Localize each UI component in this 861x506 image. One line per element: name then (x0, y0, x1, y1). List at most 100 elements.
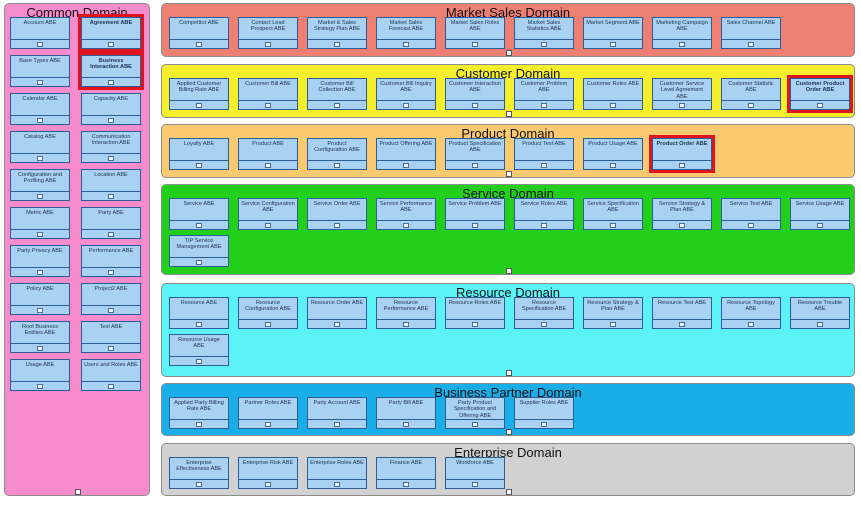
abe-box[interactable]: Account ABE (10, 17, 70, 49)
abe-box[interactable]: Customer Interaction ABE (445, 78, 505, 110)
expand-icon[interactable] (541, 42, 547, 47)
abe-box[interactable]: Enterprise Effectiveness ABE (169, 457, 229, 489)
domain-expand-icon[interactable] (506, 50, 512, 56)
expand-icon[interactable] (817, 223, 823, 228)
abe-box[interactable]: Resource ABE (169, 297, 229, 329)
expand-icon[interactable] (679, 42, 685, 47)
abe-box[interactable]: Performance ABE (81, 245, 141, 277)
expand-icon[interactable] (108, 308, 114, 313)
domain-expand-icon[interactable] (506, 111, 512, 117)
expand-icon[interactable] (679, 163, 685, 168)
expand-icon[interactable] (108, 80, 114, 85)
expand-icon[interactable] (472, 223, 478, 228)
abe-box[interactable]: Service Usage ABE (790, 198, 850, 230)
abe-box[interactable]: Service Specification ABE (583, 198, 643, 230)
expand-icon[interactable] (334, 482, 340, 487)
abe-box[interactable]: Party Account ABE (307, 397, 367, 429)
expand-icon[interactable] (37, 232, 43, 237)
expand-icon[interactable] (37, 308, 43, 313)
expand-icon[interactable] (403, 422, 409, 427)
abe-box[interactable]: TIP Service Management ABE (169, 235, 229, 267)
expand-icon[interactable] (108, 42, 114, 47)
expand-icon[interactable] (748, 322, 754, 327)
expand-icon[interactable] (541, 322, 547, 327)
abe-box[interactable]: Service Test ABE (721, 198, 781, 230)
abe-box[interactable]: Customer Statistic ABE (721, 78, 781, 110)
abe-box[interactable]: Service Performance ABE (376, 198, 436, 230)
expand-icon[interactable] (334, 42, 340, 47)
abe-box[interactable]: Policy ABE (10, 283, 70, 315)
abe-box[interactable]: Marketing Campaign ABE (652, 17, 712, 49)
abe-box[interactable]: Market Sales Roles ABE (445, 17, 505, 49)
abe-box[interactable]: Competitor ABE (169, 17, 229, 49)
expand-icon[interactable] (196, 260, 202, 265)
abe-box[interactable]: Calendar ABE (10, 93, 70, 125)
expand-icon[interactable] (196, 359, 202, 364)
abe-box[interactable]: Resource Roles ABE (445, 297, 505, 329)
abe-box[interactable]: Market & Sales Strategy Plan ABE (307, 17, 367, 49)
abe-box[interactable]: Party ABE (81, 207, 141, 239)
abe-box[interactable]: Customer Service Level Agreement ABE (652, 78, 712, 110)
expand-icon[interactable] (265, 42, 271, 47)
expand-icon[interactable] (108, 232, 114, 237)
expand-icon[interactable] (265, 163, 271, 168)
abe-box[interactable]: Resource Topology ABE (721, 297, 781, 329)
abe-box[interactable]: Test ABE (81, 321, 141, 353)
abe-box[interactable]: Party Bill ABE (376, 397, 436, 429)
abe-box[interactable]: Metric ABE (10, 207, 70, 239)
abe-box[interactable]: Applied Customer Billing Rate ABE (169, 78, 229, 110)
expand-icon[interactable] (610, 103, 616, 108)
expand-icon[interactable] (334, 163, 340, 168)
abe-box[interactable]: Contact Lead Prospect ABE (238, 17, 298, 49)
abe-box[interactable]: Resource Strategy & Plan ABE (583, 297, 643, 329)
abe-box[interactable]: Product ABE (238, 138, 298, 170)
expand-icon[interactable] (610, 42, 616, 47)
expand-icon[interactable] (108, 194, 114, 199)
expand-icon[interactable] (472, 482, 478, 487)
abe-box[interactable]: Sales Channel ABE (721, 17, 781, 49)
abe-box[interactable]: Service Order ABE (307, 198, 367, 230)
expand-icon[interactable] (265, 103, 271, 108)
abe-box[interactable]: Project2 ABE (81, 283, 141, 315)
expand-icon[interactable] (679, 103, 685, 108)
expand-icon[interactable] (108, 156, 114, 161)
expand-icon[interactable] (403, 163, 409, 168)
abe-box[interactable]: Partner Roles ABE (238, 397, 298, 429)
abe-box[interactable]: Users and Roles ABE (81, 359, 141, 391)
abe-box[interactable]: Product Offering ABE (376, 138, 436, 170)
abe-box[interactable]: Loyalty ABE (169, 138, 229, 170)
expand-icon[interactable] (265, 223, 271, 228)
abe-box[interactable]: Root Business Entities ABE (10, 321, 70, 353)
expand-icon[interactable] (472, 103, 478, 108)
abe-box[interactable]: Product Order ABE (649, 135, 715, 173)
domain-expand-icon[interactable] (75, 489, 81, 495)
expand-icon[interactable] (37, 346, 43, 351)
expand-icon[interactable] (748, 223, 754, 228)
expand-icon[interactable] (334, 103, 340, 108)
expand-icon[interactable] (265, 322, 271, 327)
abe-box[interactable]: Resource Specification ABE (514, 297, 574, 329)
expand-icon[interactable] (334, 322, 340, 327)
domain-expand-icon[interactable] (506, 370, 512, 376)
abe-box[interactable]: Enterprise Roles ABE (307, 457, 367, 489)
abe-box[interactable]: Applied Party Billing Rate ABE (169, 397, 229, 429)
expand-icon[interactable] (817, 322, 823, 327)
expand-icon[interactable] (748, 42, 754, 47)
abe-box[interactable]: Base Types ABE (10, 55, 70, 87)
expand-icon[interactable] (196, 103, 202, 108)
expand-icon[interactable] (37, 42, 43, 47)
expand-icon[interactable] (196, 163, 202, 168)
expand-icon[interactable] (403, 482, 409, 487)
abe-box[interactable]: Product Specification ABE (445, 138, 505, 170)
abe-box[interactable]: Customer Product Order ABE (787, 75, 853, 113)
abe-box[interactable]: Resource Test ABE (652, 297, 712, 329)
abe-box[interactable]: Resource Configuration ABE (238, 297, 298, 329)
expand-icon[interactable] (472, 42, 478, 47)
expand-icon[interactable] (334, 223, 340, 228)
expand-icon[interactable] (472, 422, 478, 427)
abe-box[interactable]: Communication Interaction ABE (81, 131, 141, 163)
abe-box[interactable]: Resource Usage ABE (169, 334, 229, 366)
expand-icon[interactable] (472, 322, 478, 327)
expand-icon[interactable] (403, 223, 409, 228)
expand-icon[interactable] (265, 422, 271, 427)
